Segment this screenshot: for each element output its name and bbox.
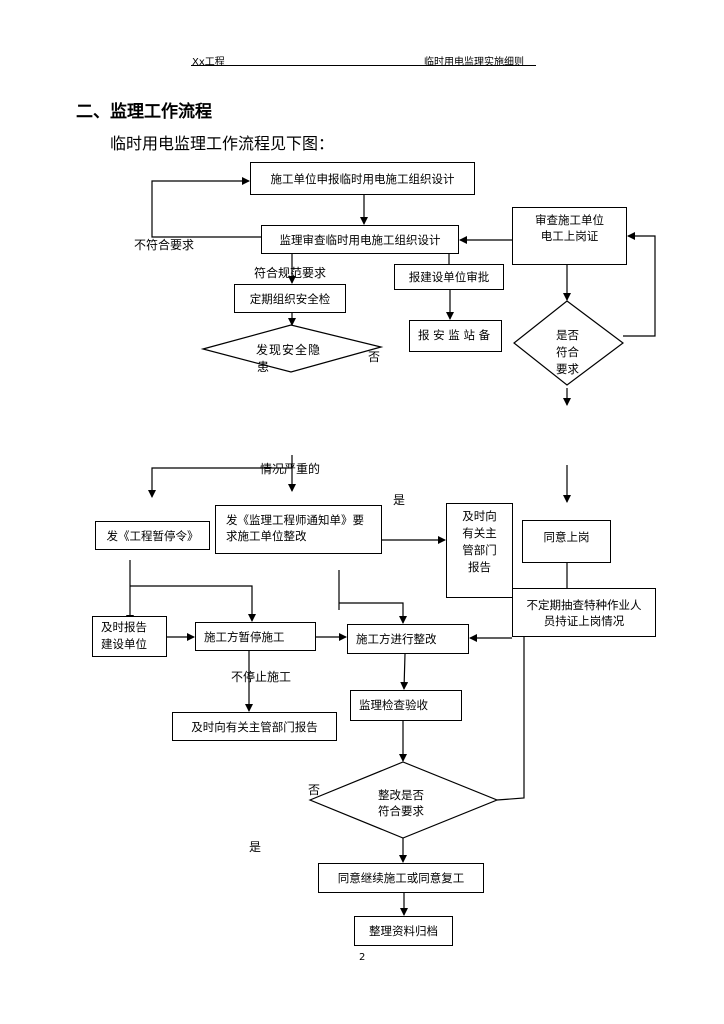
box-report-owner-approve: 报建设单位审批 bbox=[394, 264, 504, 290]
box-archive: 整理资料归档 bbox=[354, 916, 453, 946]
box-contractor-fix: 施工方进行整改 bbox=[347, 624, 469, 654]
page-number: 2 bbox=[359, 952, 366, 963]
box-report-dept-2: 及时向有关主管部门报告 bbox=[172, 712, 337, 741]
label-find-hazard-1: 发现安全隐 bbox=[256, 343, 322, 357]
box-report-station: 报 安 监 站 备 bbox=[409, 320, 502, 352]
section-title: 二、监理工作流程 bbox=[76, 102, 212, 122]
label-find-hazard-2: 患 bbox=[257, 360, 270, 374]
box-contractor-stop: 施工方暂停施工 bbox=[195, 622, 316, 651]
intro-text: 临时用电监理工作流程见下图： bbox=[110, 134, 335, 153]
box-submit-design: 施工单位申报临时用电施工组织设计 bbox=[250, 162, 475, 195]
label-not-meet: 不符合要求 bbox=[134, 238, 195, 252]
box-review-design: 监理审查临时用电施工组织设计 bbox=[261, 225, 459, 254]
label-no-stop: 不停止施工 bbox=[231, 670, 292, 684]
line-serious bbox=[148, 467, 292, 498]
box-periodic-check: 定期组织安全检 bbox=[234, 284, 346, 313]
box-report-owner: 及时报告建设单位 bbox=[92, 616, 167, 657]
box-stop-order: 发《工程暂停令》 bbox=[95, 521, 210, 550]
label-no-1: 否 bbox=[368, 350, 381, 364]
label-yes-1: 是 bbox=[393, 493, 406, 507]
diamond-fix-ok bbox=[308, 761, 499, 839]
box-agree-post: 同意上岗 bbox=[522, 520, 611, 563]
arrow-fix-to-inspect bbox=[400, 653, 409, 690]
box-notice: 发《监理工程师通知单》要求施工单位整改 bbox=[215, 505, 382, 554]
line-right-return bbox=[496, 600, 525, 801]
box-spot-check: 不定期抽查特种作业人员持证上岗情况 bbox=[512, 588, 656, 637]
arrow-not-meet-loop bbox=[151, 177, 261, 238]
header-left: Xx工程 bbox=[192, 57, 225, 68]
box-resume: 同意继续施工或同意复工 bbox=[318, 863, 484, 893]
label-meets-spec: 符合规范要求 bbox=[254, 266, 327, 280]
box-report-dept: 及时向有关主管部门报告 bbox=[446, 503, 513, 598]
arrow-to-fix bbox=[339, 602, 407, 624]
label-yes-2: 是 bbox=[249, 840, 262, 854]
diamond-meets-req bbox=[513, 300, 624, 386]
box-check-cert: 审查施工单位电工上岗证 bbox=[512, 207, 627, 265]
diamond-find-hazard bbox=[200, 324, 384, 373]
label-meets-req: 是否符合要求 bbox=[556, 328, 579, 376]
label-no-2: 否 bbox=[308, 783, 321, 797]
label-fix-ok-1: 整改是否 bbox=[378, 788, 424, 802]
label-serious: 情况严重的 bbox=[260, 462, 321, 476]
arrow-decision-loop bbox=[623, 232, 656, 337]
header-right: 临时用电监理实施细则 bbox=[424, 57, 524, 68]
header-rule bbox=[191, 65, 536, 66]
arrow-to-contractor-stop bbox=[130, 585, 256, 622]
label-fix-ok-2: 符合要求 bbox=[378, 804, 424, 818]
box-inspect: 监理检查验收 bbox=[350, 690, 462, 721]
